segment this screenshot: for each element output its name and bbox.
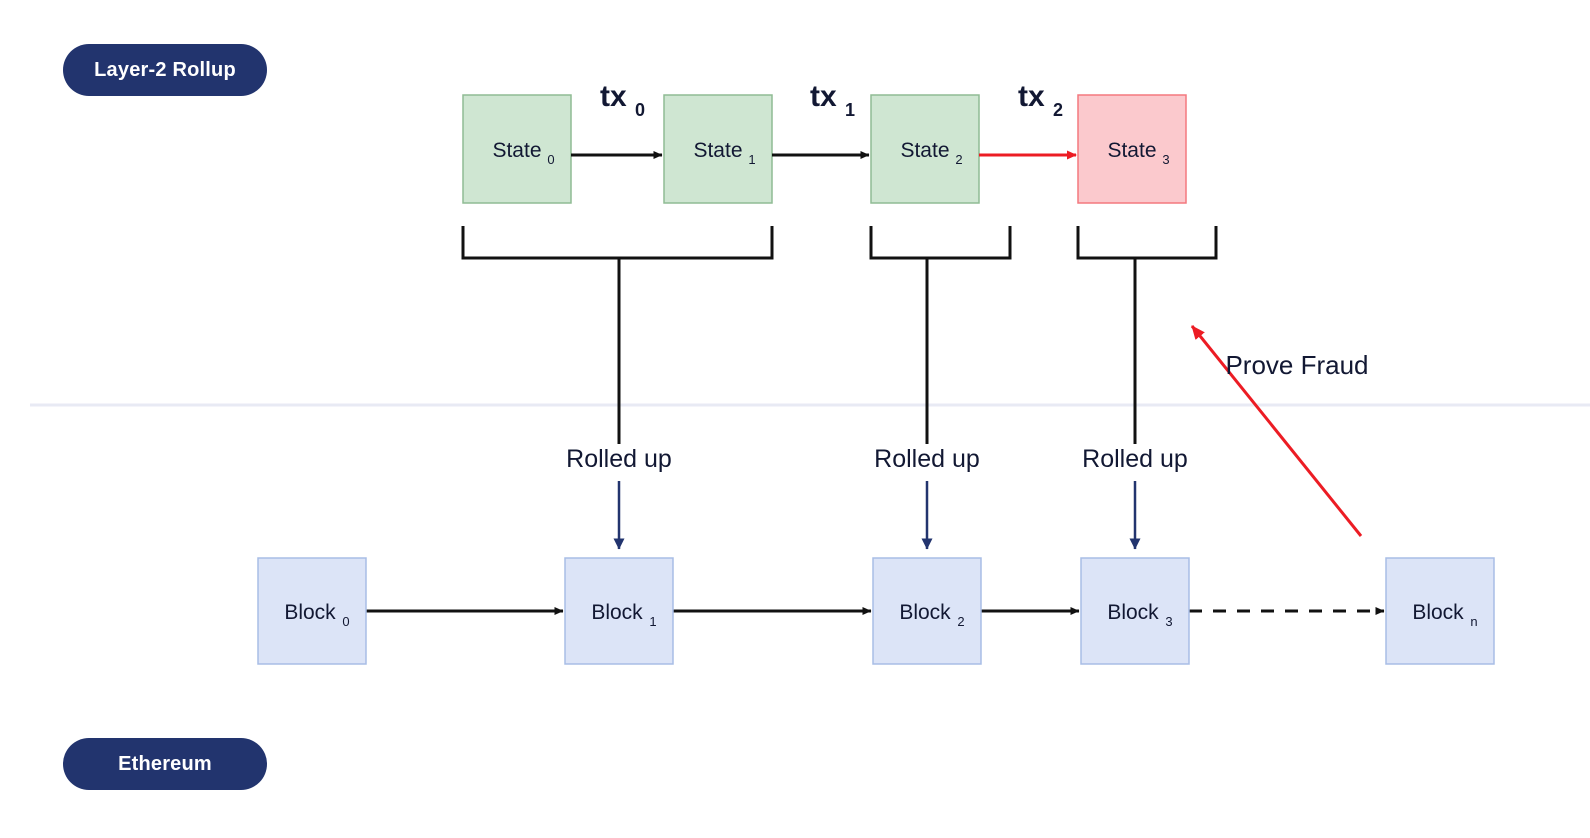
state-bracket-0 [461, 226, 774, 444]
block-node-3[interactable]: Block 3 [1080, 557, 1190, 665]
block-node-n-label: Block [1412, 601, 1464, 624]
block-node-0-label: Block [284, 601, 336, 624]
block-node-1-label: Block [591, 601, 643, 624]
state-node-3-subscript: 3 [1162, 152, 1169, 167]
tx-label-0-subscript: 0 [635, 100, 645, 120]
state-node-1-label: State [693, 139, 742, 162]
block-node-2-label: Block [899, 601, 951, 624]
block-node-3-subscript: 3 [1165, 614, 1172, 629]
state-node-0[interactable]: State 0 [462, 94, 572, 204]
state-bracket-1 [869, 226, 1012, 444]
tx-label-2-text: tx [1018, 80, 1045, 113]
rolled-up-1-label: Rolled up [874, 445, 980, 473]
prove-fraud-arrow [1190, 325, 1363, 537]
rolled-up-2-label: Rolled up [1082, 445, 1188, 473]
block-node-2-subscript: 2 [957, 614, 964, 629]
tx-label-1-subscript: 1 [845, 100, 855, 120]
block-node-3-label: Block [1107, 601, 1159, 624]
state-node-3-label: State [1107, 139, 1156, 162]
block-node-0[interactable]: Block 0 [257, 557, 367, 665]
rolled-up-1: Rolled up [874, 445, 980, 550]
state-node-1-subscript: 1 [748, 152, 755, 167]
state-node-1[interactable]: State 1 [663, 94, 773, 204]
block-node-1[interactable]: Block 1 [564, 557, 674, 665]
tx-label-1-text: tx [810, 80, 837, 113]
badge-layer2-rollup: Layer-2 Rollup [63, 44, 267, 96]
state-node-3-invalid[interactable]: State 3 [1077, 94, 1187, 204]
state-bracket-2 [1076, 226, 1218, 444]
block-node-n-subscript: n [1470, 614, 1477, 629]
state-node-2[interactable]: State 2 [870, 94, 980, 204]
tx-label-1: tx 1 [810, 80, 855, 120]
tx-label-0: tx 0 [600, 80, 645, 120]
block-node-n[interactable]: Block n [1385, 557, 1495, 665]
block-node-1-subscript: 1 [649, 614, 656, 629]
badge-ethereum: Ethereum [63, 738, 267, 790]
block-node-2[interactable]: Block 2 [872, 557, 982, 665]
block-node-0-subscript: 0 [342, 614, 349, 629]
tx-label-2-subscript: 2 [1053, 100, 1063, 120]
state-node-2-label: State [900, 139, 949, 162]
tx-label-0-text: tx [600, 80, 627, 113]
state-node-0-subscript: 0 [547, 152, 554, 167]
prove-fraud-label: Prove Fraud [1225, 350, 1368, 380]
state-node-0-label: State [492, 139, 541, 162]
tx-label-2: tx 2 [1018, 80, 1063, 120]
rolled-up-2: Rolled up [1082, 445, 1188, 550]
rolled-up-0: Rolled up [566, 445, 672, 550]
rolled-up-0-label: Rolled up [566, 445, 672, 473]
state-node-2-subscript: 2 [955, 152, 962, 167]
